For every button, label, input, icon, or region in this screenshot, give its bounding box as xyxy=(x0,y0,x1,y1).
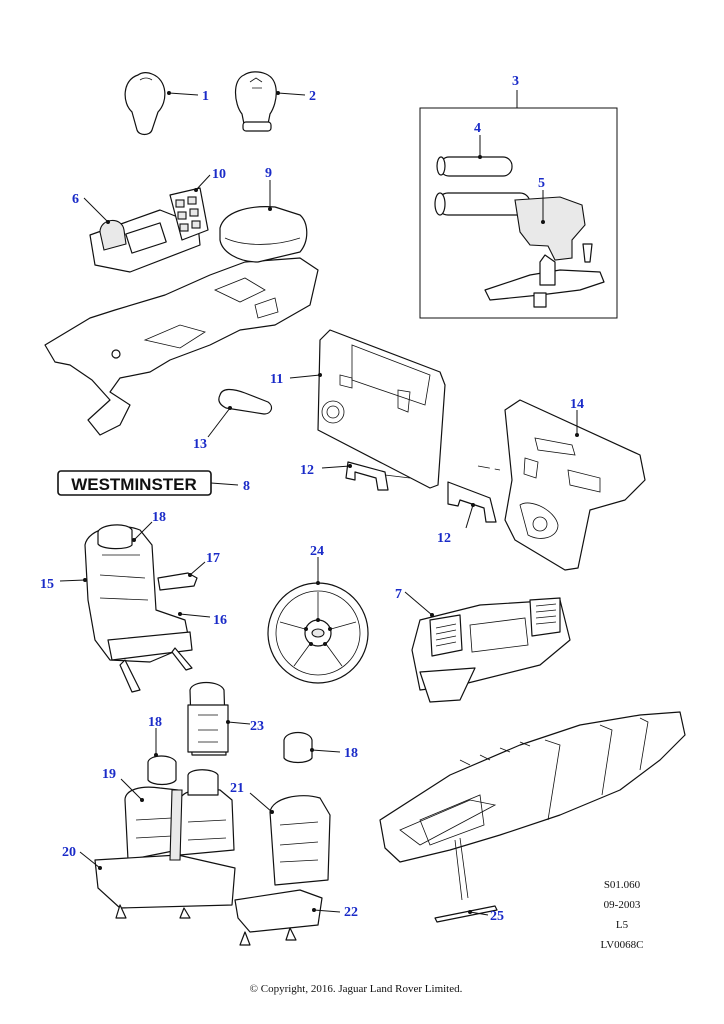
rear-bench-seat xyxy=(94,786,236,919)
callout-25: 25 xyxy=(468,909,504,924)
reference-code: S01.060 xyxy=(604,879,641,891)
front-seat-15 xyxy=(84,525,193,693)
svg-text:7: 7 xyxy=(395,587,402,602)
svg-text:5: 5 xyxy=(538,176,545,191)
svg-text:25: 25 xyxy=(490,909,504,924)
head-restraint-18-top xyxy=(97,524,133,550)
svg-text:12: 12 xyxy=(300,463,314,478)
callout-5: 5 xyxy=(538,176,545,224)
svg-text:12: 12 xyxy=(437,531,451,546)
svg-text:22: 22 xyxy=(344,905,358,920)
console-switch-panel-6 xyxy=(89,209,201,273)
callout-1: 1 xyxy=(167,89,209,104)
callout-18-rear: 18 xyxy=(148,715,162,757)
bracket-12-left xyxy=(345,461,411,491)
svg-text:17: 17 xyxy=(206,551,220,566)
svg-text:23: 23 xyxy=(250,719,264,734)
callout-15: 15 xyxy=(40,577,87,592)
svg-text:3: 3 xyxy=(512,74,519,89)
westminster-badge: WESTMINSTER xyxy=(57,470,212,496)
handbrake-grip-4 xyxy=(436,156,513,177)
rear-single-seat xyxy=(234,795,331,946)
svg-text:16: 16 xyxy=(213,613,227,628)
callout-18-top: 18 xyxy=(132,510,166,542)
badge-text: WESTMINSTER xyxy=(71,475,197,494)
door-trim-panel-11 xyxy=(317,329,446,489)
trim-strip-25 xyxy=(434,837,498,923)
svg-text:18: 18 xyxy=(148,715,162,730)
door-trim-panel-14 xyxy=(504,399,646,571)
callout-6: 6 xyxy=(72,192,110,224)
callout-9: 9 xyxy=(265,166,272,211)
grab-handle-13 xyxy=(218,388,273,415)
centre-console xyxy=(44,257,319,436)
svg-text:21: 21 xyxy=(230,781,244,796)
callout-7: 7 xyxy=(395,587,434,617)
reference-layout: L5 xyxy=(616,919,629,931)
bracket-12-right xyxy=(447,481,497,523)
svg-text:4: 4 xyxy=(474,121,481,136)
svg-text:10: 10 xyxy=(212,167,226,182)
callout-16: 16 xyxy=(178,612,227,628)
svg-text:11: 11 xyxy=(270,372,283,387)
callout-2: 2 xyxy=(276,89,316,104)
callout-13: 13 xyxy=(193,406,232,452)
svg-text:6: 6 xyxy=(72,192,79,207)
alloy-wheel-24 xyxy=(267,582,369,684)
armrest-lid-9 xyxy=(219,206,308,263)
svg-text:24: 24 xyxy=(310,544,324,559)
callout-24: 24 xyxy=(310,544,324,585)
callout-22: 22 xyxy=(312,905,358,920)
callout-12-left: 12 xyxy=(300,463,352,478)
reference-date: 09-2003 xyxy=(604,899,641,911)
handbrake-lever-5 xyxy=(434,192,605,308)
copyright-notice: © Copyright, 2016. Jaguar Land Rover Lim… xyxy=(250,983,463,995)
gear-knob-2 xyxy=(234,71,277,132)
svg-text:9: 9 xyxy=(265,166,272,181)
svg-text:18: 18 xyxy=(344,746,358,761)
callout-3: 3 xyxy=(512,74,519,108)
callout-21: 21 xyxy=(230,781,274,814)
svg-text:14: 14 xyxy=(570,397,584,412)
callout-12-right: 12 xyxy=(437,503,475,546)
reference-drawing-number: LV0068C xyxy=(601,939,644,951)
callout-10: 10 xyxy=(194,167,226,192)
svg-text:2: 2 xyxy=(309,89,316,104)
svg-text:19: 19 xyxy=(102,767,116,782)
armrest-17 xyxy=(157,572,198,591)
callout-8: 8 xyxy=(210,479,250,494)
head-restraint-18-right xyxy=(283,731,313,764)
rear-seat-squab-23 xyxy=(187,681,229,756)
callout-11: 11 xyxy=(270,372,322,387)
fascia-dashboard xyxy=(379,711,686,863)
handbrake-assembly-box xyxy=(419,107,618,319)
callout-18-right: 18 xyxy=(310,746,358,761)
head-restraint-18-rear xyxy=(147,755,219,796)
centre-vent-assembly-7 xyxy=(411,597,571,703)
svg-text:13: 13 xyxy=(193,437,207,452)
drawing-reference: S01.060 09-2003 L5 LV0068C xyxy=(601,879,644,951)
gear-knob-1 xyxy=(124,72,166,136)
svg-text:1: 1 xyxy=(202,89,209,104)
svg-text:15: 15 xyxy=(40,577,54,592)
window-switch-pack-10 xyxy=(169,187,209,241)
callout-19: 19 xyxy=(102,767,144,802)
svg-text:8: 8 xyxy=(243,479,250,494)
callout-20: 20 xyxy=(62,845,102,870)
callout-14: 14 xyxy=(570,397,584,437)
callout-4: 4 xyxy=(474,121,482,159)
svg-text:18: 18 xyxy=(152,510,166,525)
svg-text:20: 20 xyxy=(62,845,76,860)
callout-17: 17 xyxy=(188,551,220,577)
callout-23: 23 xyxy=(226,719,264,734)
